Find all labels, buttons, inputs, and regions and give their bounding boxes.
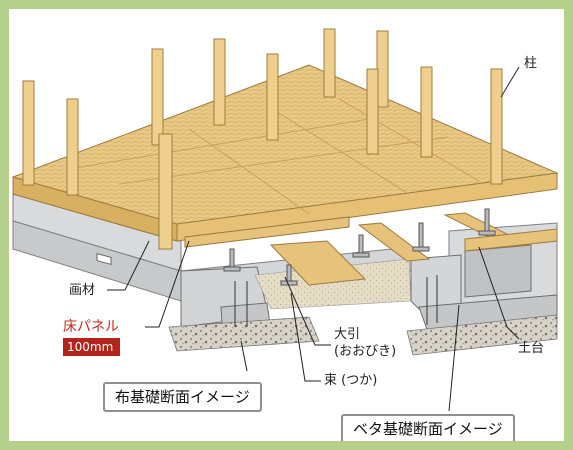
pillars [22, 28, 503, 250]
illustration-panel: 柱 画材 床パネル 100mm 大引 (おおびき) 束 (つか) 土台 布基礎断… [9, 9, 564, 441]
badge-floor-panel-thickness: 100mm [63, 338, 121, 356]
label-floor-panel: 床パネル [63, 319, 119, 335]
floor-posts [223, 208, 496, 286]
label-ohiki: 大引 [334, 327, 361, 342]
floor-structure-illustration [12, 28, 559, 412]
leader-lines [107, 66, 520, 412]
label-gasai: 画材 [69, 283, 96, 298]
mat-slab-section [406, 244, 558, 356]
label-tsuka: 束 (つか) [324, 373, 378, 388]
caption-strip-foundation: 布基礎断面イメージ [103, 382, 262, 412]
label-pillar: 柱 [524, 56, 538, 71]
floor-platform [12, 64, 559, 242]
label-ohiki-reading: (おおびき) [334, 344, 397, 359]
caption-mat-foundation: ベタ基礎断面イメージ [341, 414, 515, 441]
label-dodai: 土台 [518, 341, 545, 356]
